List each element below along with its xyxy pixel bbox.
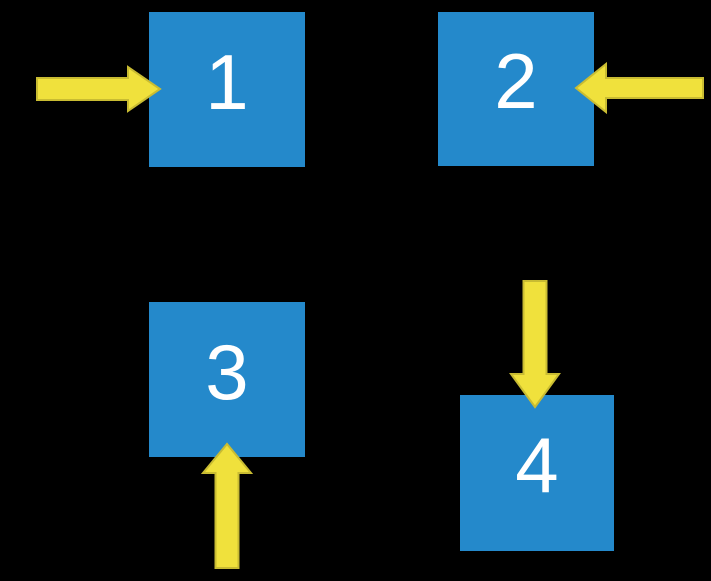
arrow-into-square-3-icon xyxy=(200,442,254,569)
square-number-label: 2 xyxy=(494,37,538,125)
arrow-into-square-1-icon xyxy=(36,65,162,113)
target-square-3[interactable]: 3 xyxy=(149,302,305,457)
arrow-into-square-2-icon xyxy=(574,61,704,115)
square-number-label: 4 xyxy=(515,421,559,509)
target-square-4[interactable]: 4 xyxy=(460,395,614,551)
arrow-into-square-4-icon xyxy=(509,280,561,409)
target-square-2[interactable]: 2 xyxy=(438,12,594,166)
target-square-1[interactable]: 1 xyxy=(149,12,305,167)
square-number-label: 3 xyxy=(205,327,249,416)
square-number-label: 1 xyxy=(205,37,249,126)
